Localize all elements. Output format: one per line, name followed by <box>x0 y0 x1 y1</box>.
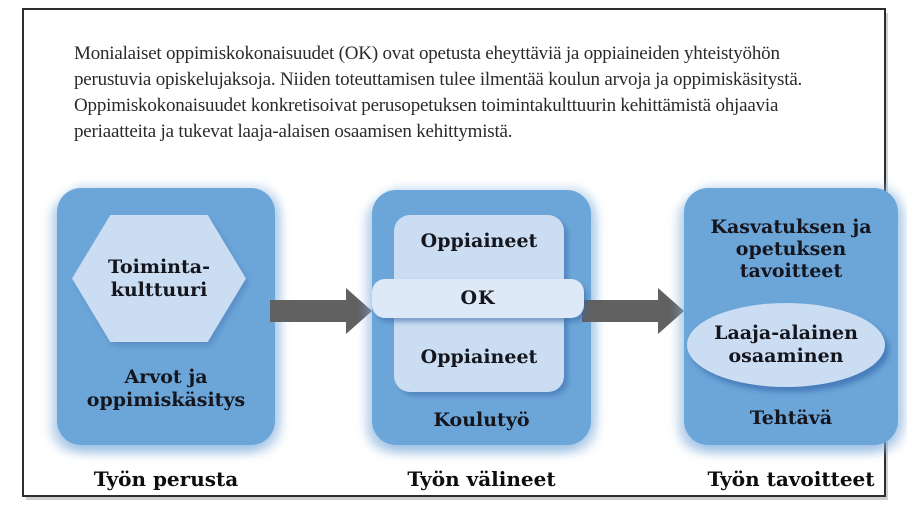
hexagon-label-line: kulttuuri <box>110 278 208 301</box>
panel-tyon-valineet: Oppiaineet OK Oppiaineet Koulutyö <box>372 190 591 445</box>
ok-band: OK <box>372 279 584 318</box>
diagram-frame: Monialaiset oppimiskokonaisuudet (OK) ov… <box>22 8 898 497</box>
tehtava-label: Tehtävä <box>749 407 833 429</box>
goals-heading: Kasvatuksen ja opetuksen tavoitteet <box>684 216 898 282</box>
arvot-label-line: Arvot ja <box>124 366 208 388</box>
arvot-label-line: oppimiskäsitys <box>86 389 246 411</box>
hexagon-label: Toiminta- kulttuuri <box>108 256 210 302</box>
ellipse-label: Laaja-alainen osaaminen <box>714 322 858 368</box>
intro-line: Oppimiskokonaisuudet konkretisoivat peru… <box>74 95 779 116</box>
arrow-head <box>658 288 684 334</box>
hexagon-toimintakulttuuri: Toiminta- kulttuuri <box>72 215 246 342</box>
ellipse-label-line: Laaja-alainen <box>714 322 858 344</box>
caption-tyon-perusta: Työn perusta <box>93 467 239 491</box>
arvot-label: Arvot ja oppimiskäsitys <box>57 366 275 412</box>
goals-heading-line: tavoitteet <box>739 260 843 282</box>
subjects-top-label: Oppiaineet <box>420 230 538 252</box>
hexagon-shape: Toiminta- kulttuuri <box>72 215 246 342</box>
ellipse-label-line: osaaminen <box>728 345 844 367</box>
panel-tyon-perusta: Toiminta- kulttuuri Arvot ja oppimiskäsi… <box>57 188 275 445</box>
competence-ellipse: Laaja-alainen osaaminen <box>687 303 885 387</box>
arrow-head <box>346 288 372 334</box>
hexagon-label-line: Toiminta- <box>108 255 210 278</box>
koulutyo-label: Koulutyö <box>433 409 530 431</box>
caption-tyon-valineet: Työn välineet <box>407 467 556 491</box>
arrow-shaft <box>270 300 346 322</box>
ok-label: OK <box>460 287 496 309</box>
intro-line: Monialaiset oppimiskokonaisuudet (OK) ov… <box>74 43 780 64</box>
caption-tyon-tavoitteet: Työn tavoitteet <box>707 467 875 491</box>
panel-tyon-tavoitteet: Kasvatuksen ja opetuksen tavoitteet Laaj… <box>684 188 898 445</box>
subjects-bottom-label: Oppiaineet <box>420 346 538 368</box>
goals-heading-line: Kasvatuksen ja <box>710 216 872 238</box>
intro-line: periaatteita ja tukevat laaja-alaisen os… <box>74 121 513 142</box>
goals-heading-line: opetuksen <box>735 238 847 260</box>
arrow-shaft <box>582 300 658 322</box>
intro-line: perustuvia opiskelujaksoja. Niiden toteu… <box>74 69 803 90</box>
intro-paragraph: Monialaiset oppimiskokonaisuudet (OK) ov… <box>74 41 802 145</box>
